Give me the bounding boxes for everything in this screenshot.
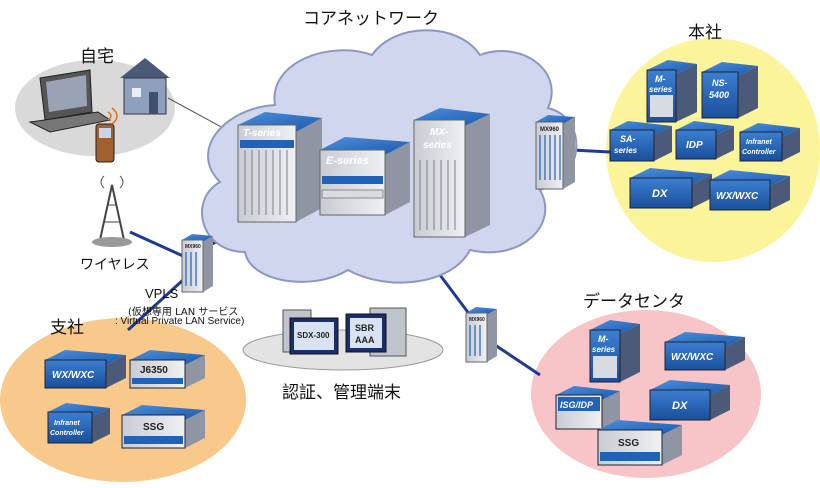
hq-idp-label: IDP [686, 140, 703, 151]
sdx300-terminal: SDX-300 [282, 309, 339, 355]
hq-dx: DX [629, 168, 712, 209]
t-series-router: T-series [237, 112, 322, 223]
hq-sa-series: SA- series [609, 121, 672, 162]
hq-ns-label-1: NS- [712, 78, 728, 88]
house-icon [120, 58, 170, 115]
dc-isg-idp: ISG/IDP [555, 386, 620, 430]
laptop-icon [28, 69, 112, 133]
mx-series-label-2: series [423, 140, 452, 151]
mobile-phone-icon [95, 107, 118, 163]
sbr-label-2: AAA [355, 335, 375, 345]
hq-m-series: M- series [646, 60, 697, 123]
dc-dx: DX [649, 380, 730, 421]
sbr-label-1: SBR [355, 323, 375, 333]
e-series-label: E-series [326, 155, 369, 167]
mx-series-label-1: MX- [430, 127, 449, 138]
dc-m-series: M- series [589, 320, 640, 383]
branch-ssg: SSG [121, 405, 205, 449]
hq-sa-label-1: SA- [620, 134, 636, 144]
hq-infranet-controller: Infranet Controller [739, 123, 800, 162]
branch-infranet-controller: Infranet Controller [47, 403, 110, 444]
wireless-label: ワイヤレス [80, 257, 150, 273]
dc-isg-label: ISG/IDP [560, 400, 594, 410]
hq-label: 本社 [688, 23, 722, 43]
wireless-tower-icon [92, 175, 132, 247]
e-series-router: E-series [319, 137, 410, 216]
branch-wx-wxc: WX/WXC [44, 350, 126, 389]
datacenter-label: データセンタ [583, 292, 685, 312]
dc-m-label-1: M- [598, 334, 609, 344]
hq-m-label-2: series [649, 85, 673, 94]
branch-j6350-label: J6350 [140, 365, 168, 376]
sbr-aaa-terminal: SBR AAA [345, 307, 407, 357]
hq-wx-wxc: WX/WXC [709, 170, 790, 211]
dc-m-label-2: series [592, 345, 616, 354]
t-series-label: T-series [243, 128, 281, 139]
hq-ic-label-2: Controller [742, 149, 777, 156]
hq-dx-label: DX [652, 188, 668, 200]
mx960-dc: MX960 [465, 307, 497, 363]
hq-ns5400: NS- 5400 [701, 62, 758, 119]
branch-wx-label: WX/WXC [52, 370, 95, 381]
sdx300-label: SDX-300 [297, 331, 330, 340]
dc-ssg-label: SSG [618, 438, 639, 449]
core-network-label: コアネットワーク [303, 9, 439, 29]
dc-ssg: SSG [597, 420, 682, 466]
hq-m-label-1: M- [655, 74, 666, 84]
branch-region [0, 318, 246, 482]
hq-idp: IDP [675, 121, 734, 160]
branch-j6350: J6350 [129, 350, 205, 389]
branch-ic-label-1: Infranet [54, 420, 80, 427]
mx960-hq: MX960 [535, 115, 575, 190]
hq-ns-label-2: 5400 [709, 90, 729, 100]
dc-wx-label: WX/WXC [671, 352, 714, 363]
hq-sa-label-2: series [614, 146, 638, 155]
dc-wx-wxc: WX/WXC [664, 332, 745, 371]
hq-wx-label: WX/WXC [716, 191, 759, 202]
mx960-hq-label: MX960 [540, 127, 560, 133]
vpls-jp-label: (仮想専用 LAN サービス [128, 307, 239, 318]
mx960-dc-label: MX960 [469, 317, 485, 323]
hq-ic-label-1: Infranet [746, 139, 772, 146]
branch-ic-label-2: Controller [50, 430, 85, 437]
auth-terminal-label: 認証、管理端末 [282, 383, 401, 403]
auth-platform [242, 329, 444, 371]
dc-dx-label: DX [672, 400, 688, 412]
branch-ssg-label: SSG [143, 422, 164, 433]
vpls-en-label: : Virtual Private LAN Service) [115, 316, 245, 327]
branch-label: 支社 [50, 318, 84, 338]
home-label: 自宅 [80, 47, 114, 67]
mx960-branch-label: MX960 [185, 244, 201, 250]
vpls-label: VPLS [145, 286, 179, 301]
mx960-branch: MX960 [181, 234, 213, 293]
mx-series-router: MX- series [413, 108, 490, 238]
